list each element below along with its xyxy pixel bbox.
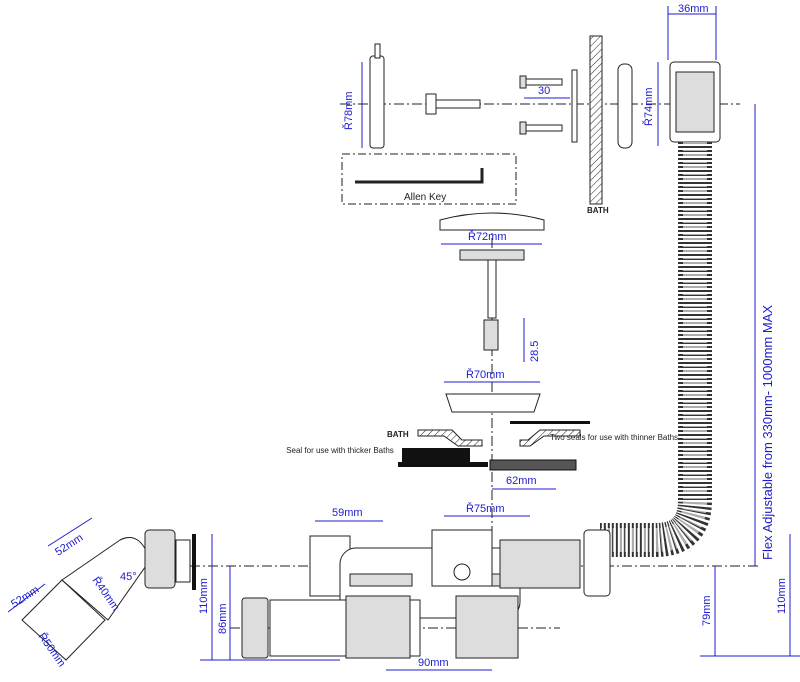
dim-overflow-height: 79mm: [701, 595, 713, 626]
bath-section: [417, 421, 590, 447]
dim-bend-angle: 45°: [120, 571, 137, 583]
allen-key-label: Allen Key: [404, 192, 446, 203]
dim-spindle-length: 28.5: [529, 341, 541, 362]
dim-overflow-diameter: Ř74mm: [642, 87, 655, 126]
bath-wall: [589, 35, 603, 205]
trap-body: [241, 529, 611, 659]
plug: [439, 212, 545, 351]
overflow-head: [669, 61, 721, 143]
thin-seal: [489, 459, 577, 471]
dim-bend-length-1: 52mm: [53, 532, 85, 559]
thin-seals-label: Two seals for use with thinner Baths: [550, 433, 678, 442]
bend-45: [21, 529, 196, 661]
screws: [519, 75, 563, 135]
bath-label-top: BATH: [587, 206, 609, 215]
dim-rod-diameter: Ř78mm: [342, 91, 355, 130]
dim-outlet-height: 86mm: [217, 603, 229, 634]
overflow-rod: [369, 43, 385, 149]
dim-top-width: 36mm: [678, 3, 709, 15]
dim-flex-range: Flex Adjustable from 330mm- 1000mm MAX: [760, 305, 775, 560]
dimension-lines: [7, 6, 800, 671]
thick-seal-label: Seal for use with thicker Baths: [286, 446, 394, 455]
dim-trap-width: 90mm: [418, 657, 449, 669]
overflow-cover: [617, 63, 633, 149]
allen-key-box: [341, 153, 517, 205]
dim-seal-width: 62mm: [506, 475, 537, 487]
overflow-pin: [425, 93, 481, 115]
waste-flange: [445, 393, 541, 413]
allen-key-icon: [355, 168, 484, 184]
thick-seal: [398, 448, 488, 467]
dim-inlet-length: 59mm: [332, 507, 363, 519]
flex-hose: [600, 142, 712, 557]
overflow-washer: [571, 69, 578, 143]
dim-screw-length: 30: [538, 85, 550, 97]
dim-trap-diameter: Ř75mm: [466, 502, 505, 515]
bath-label-mid: BATH: [387, 430, 409, 439]
dim-trap-height: 110mm: [198, 578, 210, 614]
dim-overall-height: 110mm: [776, 578, 788, 614]
dim-plug-diameter: Ř72mm: [468, 230, 507, 243]
dim-waste-diameter: Ř70mm: [466, 368, 505, 381]
